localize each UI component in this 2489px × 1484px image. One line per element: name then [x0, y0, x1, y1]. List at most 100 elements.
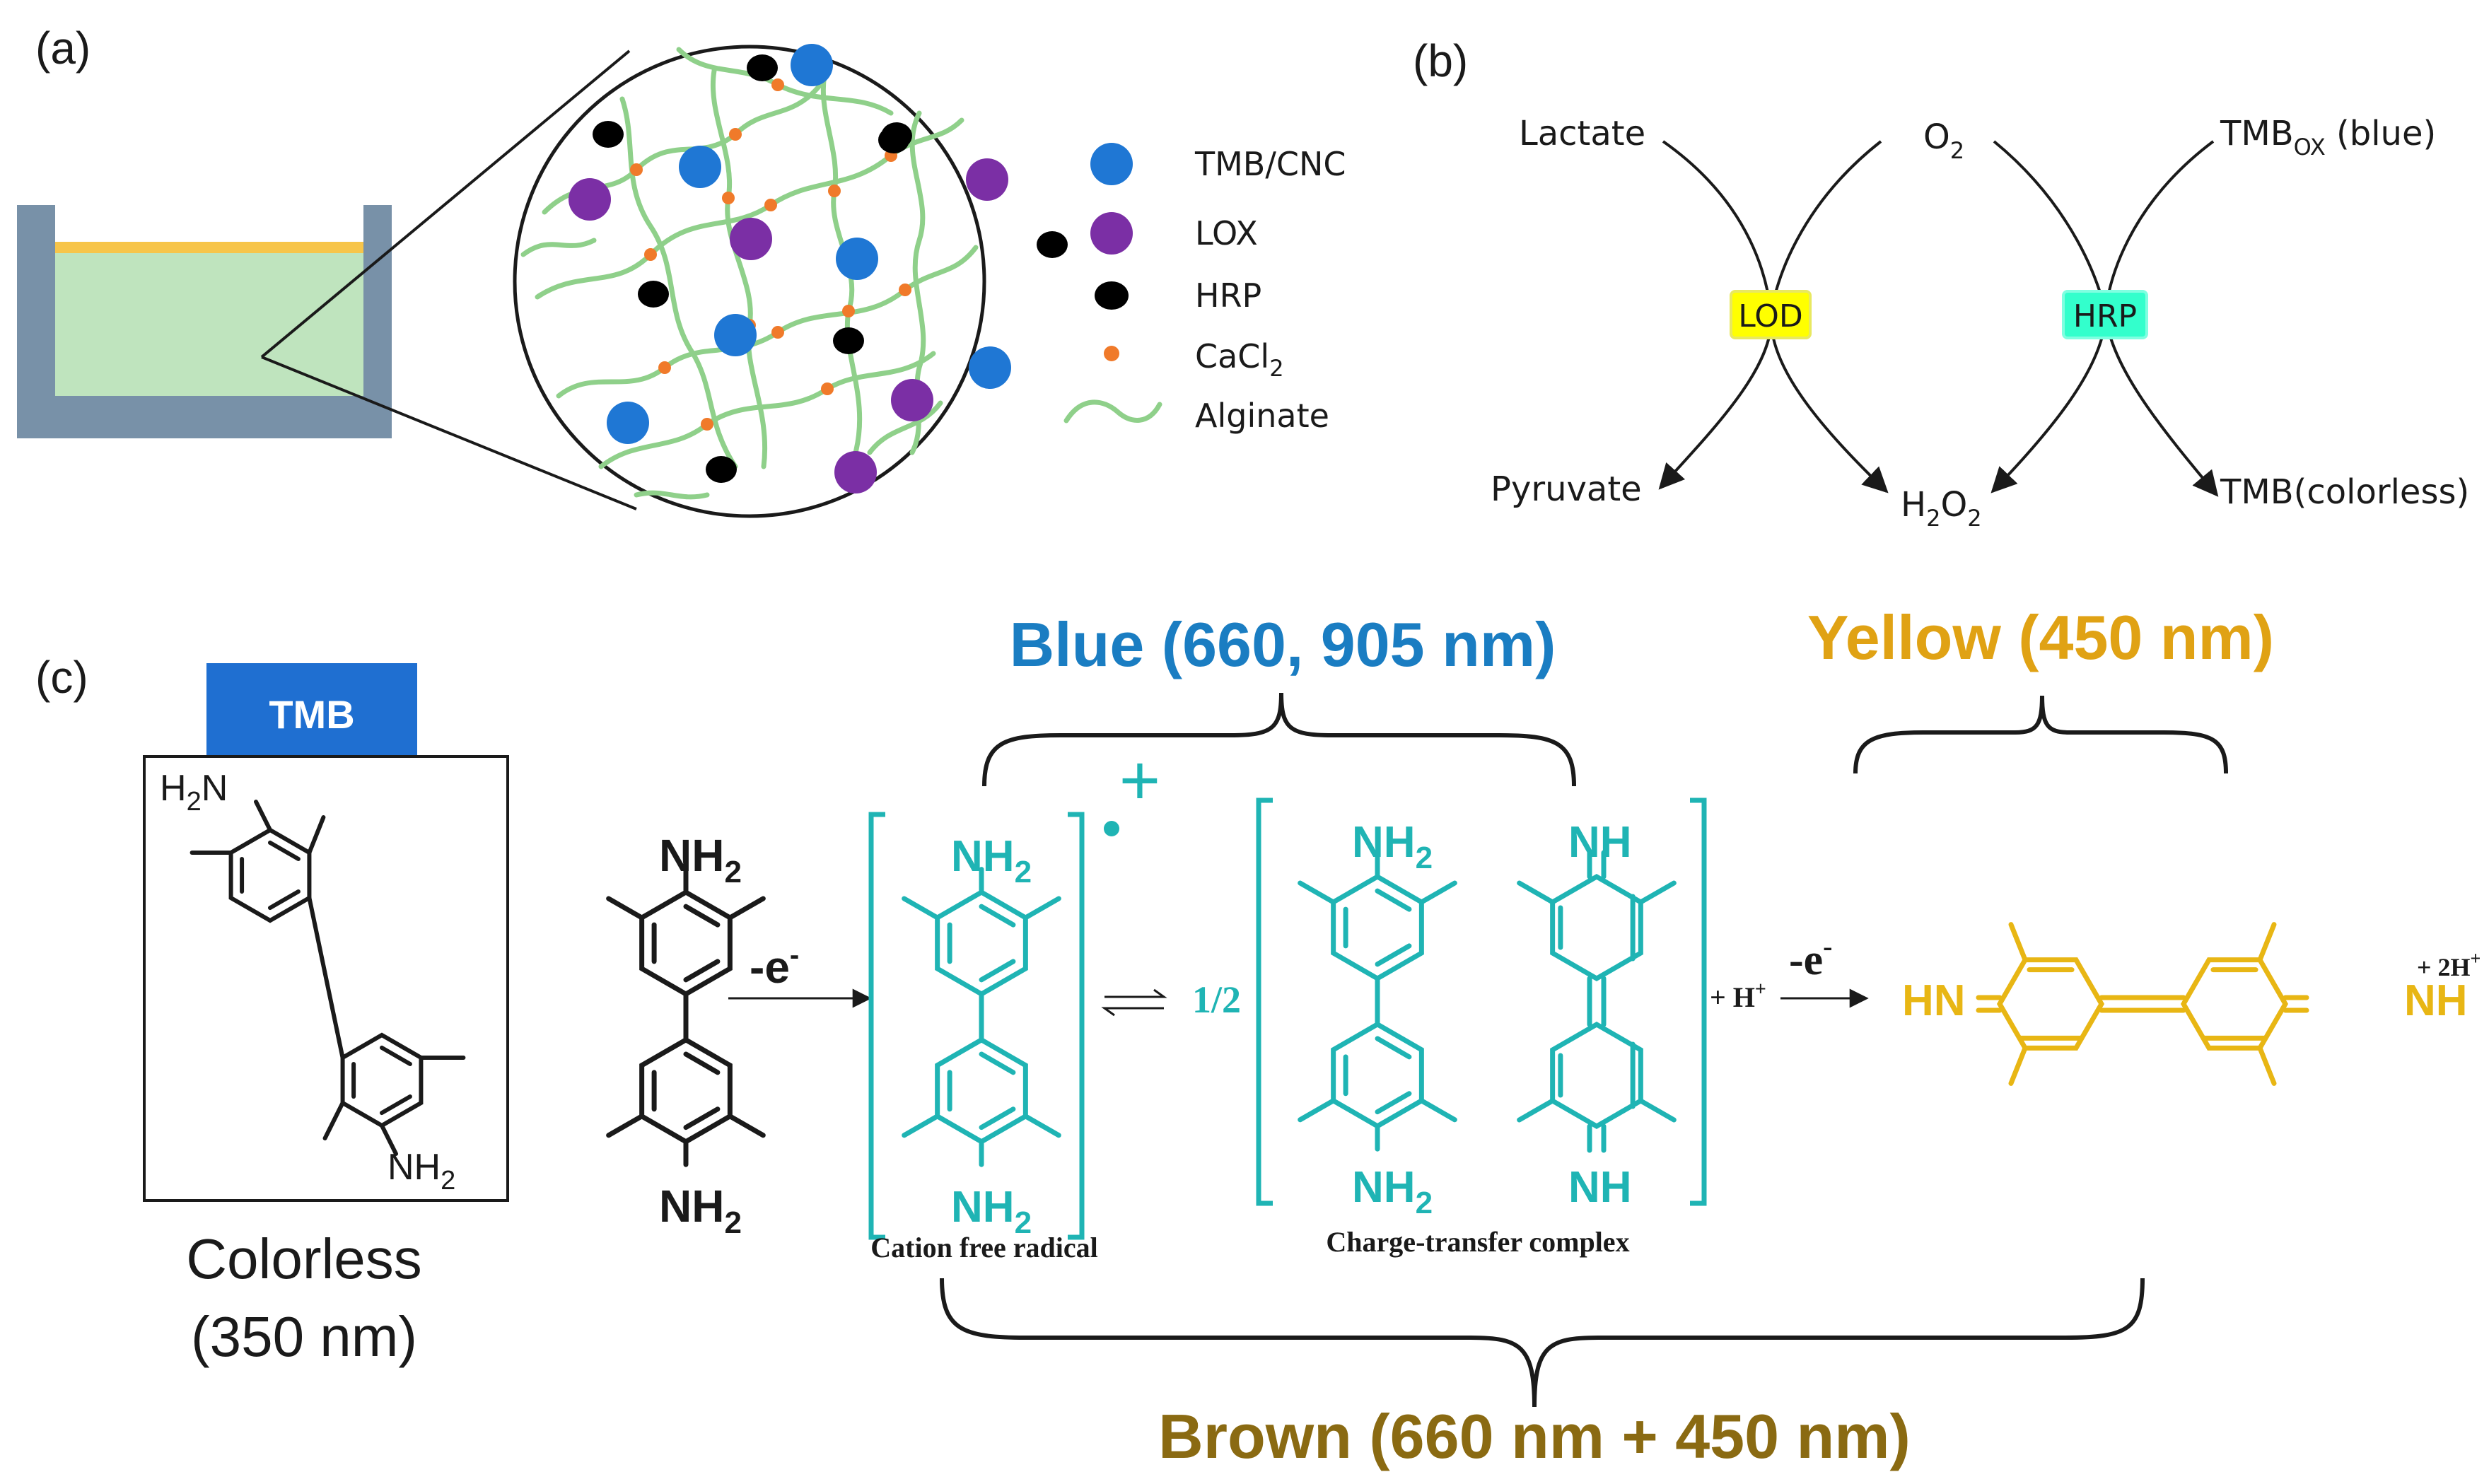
legend-alginate-text: Alginate — [1195, 397, 1329, 435]
ring-double-bond — [380, 1045, 412, 1066]
methyl-group — [1638, 880, 1677, 905]
hrp-particle — [878, 127, 909, 153]
methyl-group — [1638, 1098, 1677, 1123]
cacl2-crosslink — [771, 78, 784, 91]
blue-brace — [982, 692, 1576, 787]
oxidation-step-2: -e- — [1789, 930, 1833, 984]
lox-particle — [834, 451, 877, 493]
particle-group — [569, 44, 1068, 493]
quinoid-ring — [2180, 957, 2289, 1051]
quinoid-ring — [1996, 957, 2105, 1051]
magnified-hydrogel — [513, 44, 1068, 518]
box-h2n-label: H2N — [160, 768, 228, 817]
charge-transfer-caption: Charge-transfer complex — [1326, 1226, 1629, 1258]
methyl-group — [727, 1114, 766, 1138]
methyl-group — [322, 1101, 345, 1140]
aromatic-ring-double-bond — [683, 959, 721, 983]
aromatic-ring-double-bond — [1375, 943, 1412, 967]
aromatic-ring-double-bond — [683, 1106, 721, 1130]
cacl2-crosslink — [771, 326, 784, 339]
tmb-cnc-particle — [607, 402, 649, 444]
panel-b: (b) Lactate O2 TMBOX (blue) Pyruvate H2O… — [1413, 35, 2469, 532]
methyl-group — [1298, 1098, 1336, 1123]
tmb-tab-text: TMB — [269, 692, 354, 737]
biaryl-bond — [307, 896, 345, 1060]
amine-bond — [380, 1123, 398, 1156]
alginate-strand — [520, 238, 597, 257]
cacl2-crosslink — [764, 199, 777, 211]
panel-c-label: (c) — [35, 652, 88, 703]
alginate-strand — [619, 96, 738, 469]
legend-cacl2-dot — [1104, 346, 1119, 361]
product-pyruvate: Pyruvate — [1491, 469, 1642, 509]
lox-particle — [966, 158, 1008, 201]
methyl-group — [1517, 880, 1556, 905]
hrp-particle — [833, 327, 864, 354]
ct-bottom-nh2: NH2 — [1352, 1163, 1433, 1220]
enzyme-lod-highlight — [1730, 290, 1812, 339]
half-coefficient: 1/2 — [1192, 978, 1241, 1021]
tmb-molecule — [606, 867, 766, 1167]
legend-cacl2-text: CaCl2 — [1195, 337, 1284, 382]
radical-plus: + — [1119, 741, 1160, 820]
legend-lox-dot — [1090, 212, 1133, 255]
panel-b-label: (b) — [1413, 35, 1468, 86]
substrate-lactate: Lactate — [1519, 114, 1645, 153]
cacl2-crosslink — [899, 284, 911, 296]
methyl-group — [307, 815, 326, 855]
methyl-group — [2008, 922, 2028, 963]
cacl2-crosslink — [644, 248, 657, 261]
methyl-group — [902, 896, 940, 921]
tmb-cnc-particle — [836, 238, 878, 280]
box-nh2-label: NH2 — [387, 1147, 455, 1196]
cacl2-crosslink — [722, 192, 735, 204]
ct-bottom-nh: NH — [1568, 1163, 1632, 1212]
methyl-group — [1298, 880, 1336, 905]
lox-particle — [891, 379, 933, 421]
methyl-group — [1022, 1114, 1061, 1138]
quinoid-ring — [1550, 1021, 1643, 1130]
tmb-tab — [206, 663, 417, 756]
cation-free-radical-caption: Cation free radical — [870, 1232, 1097, 1263]
tmb-bottom-nh2: NH2 — [659, 1181, 742, 1240]
ring-double-bond — [380, 1094, 412, 1116]
charge-transfer-bracket — [1256, 797, 1707, 1206]
radical-dot — [1104, 821, 1119, 836]
enzyme-hrp-highlight — [2062, 290, 2148, 339]
equilibrium-arrows — [1101, 988, 1167, 1017]
panel-a: (a) TMB/CNC LOX HRP CaCl2 — [17, 23, 1346, 518]
ring-double-bond — [268, 840, 301, 861]
product-tmb-ox: TMBOX (blue) — [2220, 114, 2436, 160]
hydrogel-layer — [55, 252, 363, 396]
legend-hrp-dot — [1095, 281, 1129, 310]
yellow-color-label: Yellow (450 nm) — [1807, 602, 2274, 672]
hrp-particle — [706, 456, 737, 483]
lox-particle — [730, 218, 772, 260]
hrp-particle — [1037, 231, 1068, 258]
tmb-cnc-particle — [791, 44, 833, 86]
aromatic-ring-double-bond — [1375, 1036, 1412, 1060]
methyl-group — [902, 1114, 940, 1138]
zoom-line-top — [260, 49, 631, 358]
alginate-strand — [598, 351, 936, 469]
legend-a: TMB/CNC LOX HRP CaCl2 Alginate — [1063, 143, 1346, 435]
ct-top-nh: NH — [1568, 818, 1632, 867]
product-tmb-colorless: TMB(colorless) — [2220, 472, 2469, 512]
well-container — [17, 205, 392, 438]
cation-radical-bracket — [868, 812, 1085, 1240]
methyl-group — [606, 1114, 645, 1138]
tmb-top-nh2: NH2 — [659, 830, 742, 889]
ct-top-nh2: NH2 — [1352, 818, 1433, 875]
oxidation-step-1: -e- — [750, 940, 799, 993]
enzyme-hrp: HRP — [2073, 298, 2137, 334]
substrate-o2: O2 — [1923, 117, 1964, 164]
radical-bottom-nh2: NH2 — [951, 1183, 1032, 1240]
hrp-particle — [638, 281, 669, 308]
colorless-wavelength: (350 nm) — [191, 1305, 417, 1368]
legend-tmb-cnc-dot — [1090, 143, 1133, 185]
top-film-layer — [55, 242, 363, 253]
aromatic-ring-double-bond — [1375, 1091, 1412, 1115]
tmb-cnc-particle — [714, 314, 757, 356]
blue-color-label: Blue (660, 905 nm) — [1010, 609, 1556, 679]
